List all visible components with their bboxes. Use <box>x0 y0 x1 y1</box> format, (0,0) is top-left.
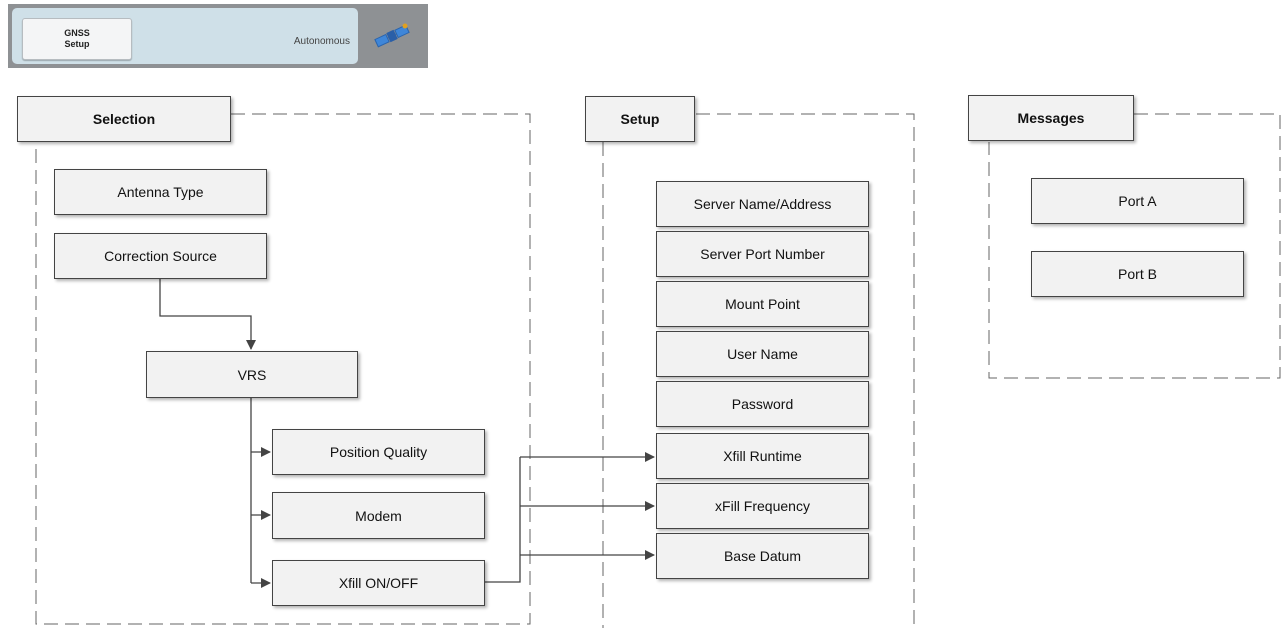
antenna-type-box[interactable]: Antenna Type <box>54 169 267 215</box>
setup-header: Setup <box>585 96 695 142</box>
position-quality-box[interactable]: Position Quality <box>272 429 485 475</box>
selection-header: Selection <box>17 96 231 142</box>
xfill-frequency-box[interactable]: xFill Frequency <box>656 483 869 529</box>
satellite-icon[interactable] <box>372 20 412 52</box>
user-name-box[interactable]: User Name <box>656 331 869 377</box>
xfill-runtime-box[interactable]: Xfill Runtime <box>656 433 869 479</box>
correction-source-box[interactable]: Correction Source <box>54 233 267 279</box>
toolbar-panel: GNSS Setup Autonomous <box>12 8 358 64</box>
xfill-onoff-box[interactable]: Xfill ON/OFF <box>272 560 485 606</box>
selection-frame <box>35 113 531 625</box>
toolbar: GNSS Setup Autonomous <box>8 4 428 68</box>
server-name-address-box[interactable]: Server Name/Address <box>656 181 869 227</box>
gnss-status: Autonomous <box>293 36 350 47</box>
server-port-number-box[interactable]: Server Port Number <box>656 231 869 277</box>
correction-to-vrs-arrow <box>159 278 256 350</box>
gnss-setup-label-line2: Setup <box>64 39 90 49</box>
port-a-box[interactable]: Port A <box>1031 178 1244 224</box>
xfill-trunk <box>485 457 521 583</box>
messages-header: Messages <box>968 95 1134 141</box>
mount-point-box[interactable]: Mount Point <box>656 281 869 327</box>
gnss-setup-label-line1: GNSS <box>64 28 90 38</box>
vrs-box[interactable]: VRS <box>146 351 358 398</box>
modem-box[interactable]: Modem <box>272 492 485 539</box>
port-b-box[interactable]: Port B <box>1031 251 1244 297</box>
setup-frame <box>602 113 915 628</box>
base-datum-box[interactable]: Base Datum <box>656 533 869 579</box>
password-box[interactable]: Password <box>656 381 869 427</box>
gnss-setup-button[interactable]: GNSS Setup <box>22 18 132 60</box>
messages-frame <box>988 113 1281 379</box>
